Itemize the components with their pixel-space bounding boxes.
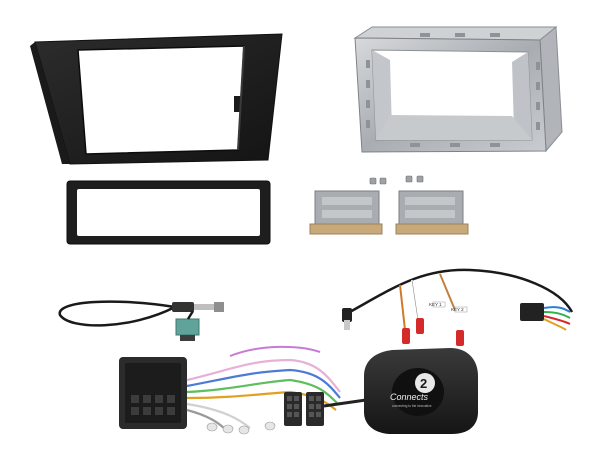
- steering-control-wiring: KEY 1 KEY 2: [342, 268, 574, 346]
- brand-tagline: connecting to the innovative: [392, 404, 432, 408]
- brand-badge-number: 2: [420, 376, 427, 391]
- fascia-panel: [30, 33, 283, 165]
- spade-connectors: [206, 421, 276, 435]
- brand-wordmark: Connects: [390, 392, 429, 402]
- mounting-brackets: [309, 175, 469, 235]
- iso-connector-left: [284, 392, 302, 426]
- wire-connector: [520, 303, 571, 331]
- antenna-adapter: [58, 300, 224, 341]
- bracket-left: [309, 190, 383, 235]
- fascia-trim-surround: [66, 180, 271, 245]
- interface-box: Connects 2 connecting to the innovative: [364, 348, 478, 434]
- wire-label-key1: KEY 1: [429, 302, 442, 307]
- din-cage: [353, 25, 563, 153]
- wire-label-key2: KEY 2: [451, 307, 464, 312]
- audio-jack: [342, 308, 352, 330]
- screw: [369, 175, 424, 185]
- bracket-right: [395, 190, 469, 235]
- steering-control-harness: [119, 345, 367, 435]
- iso-connector-right: [306, 392, 324, 426]
